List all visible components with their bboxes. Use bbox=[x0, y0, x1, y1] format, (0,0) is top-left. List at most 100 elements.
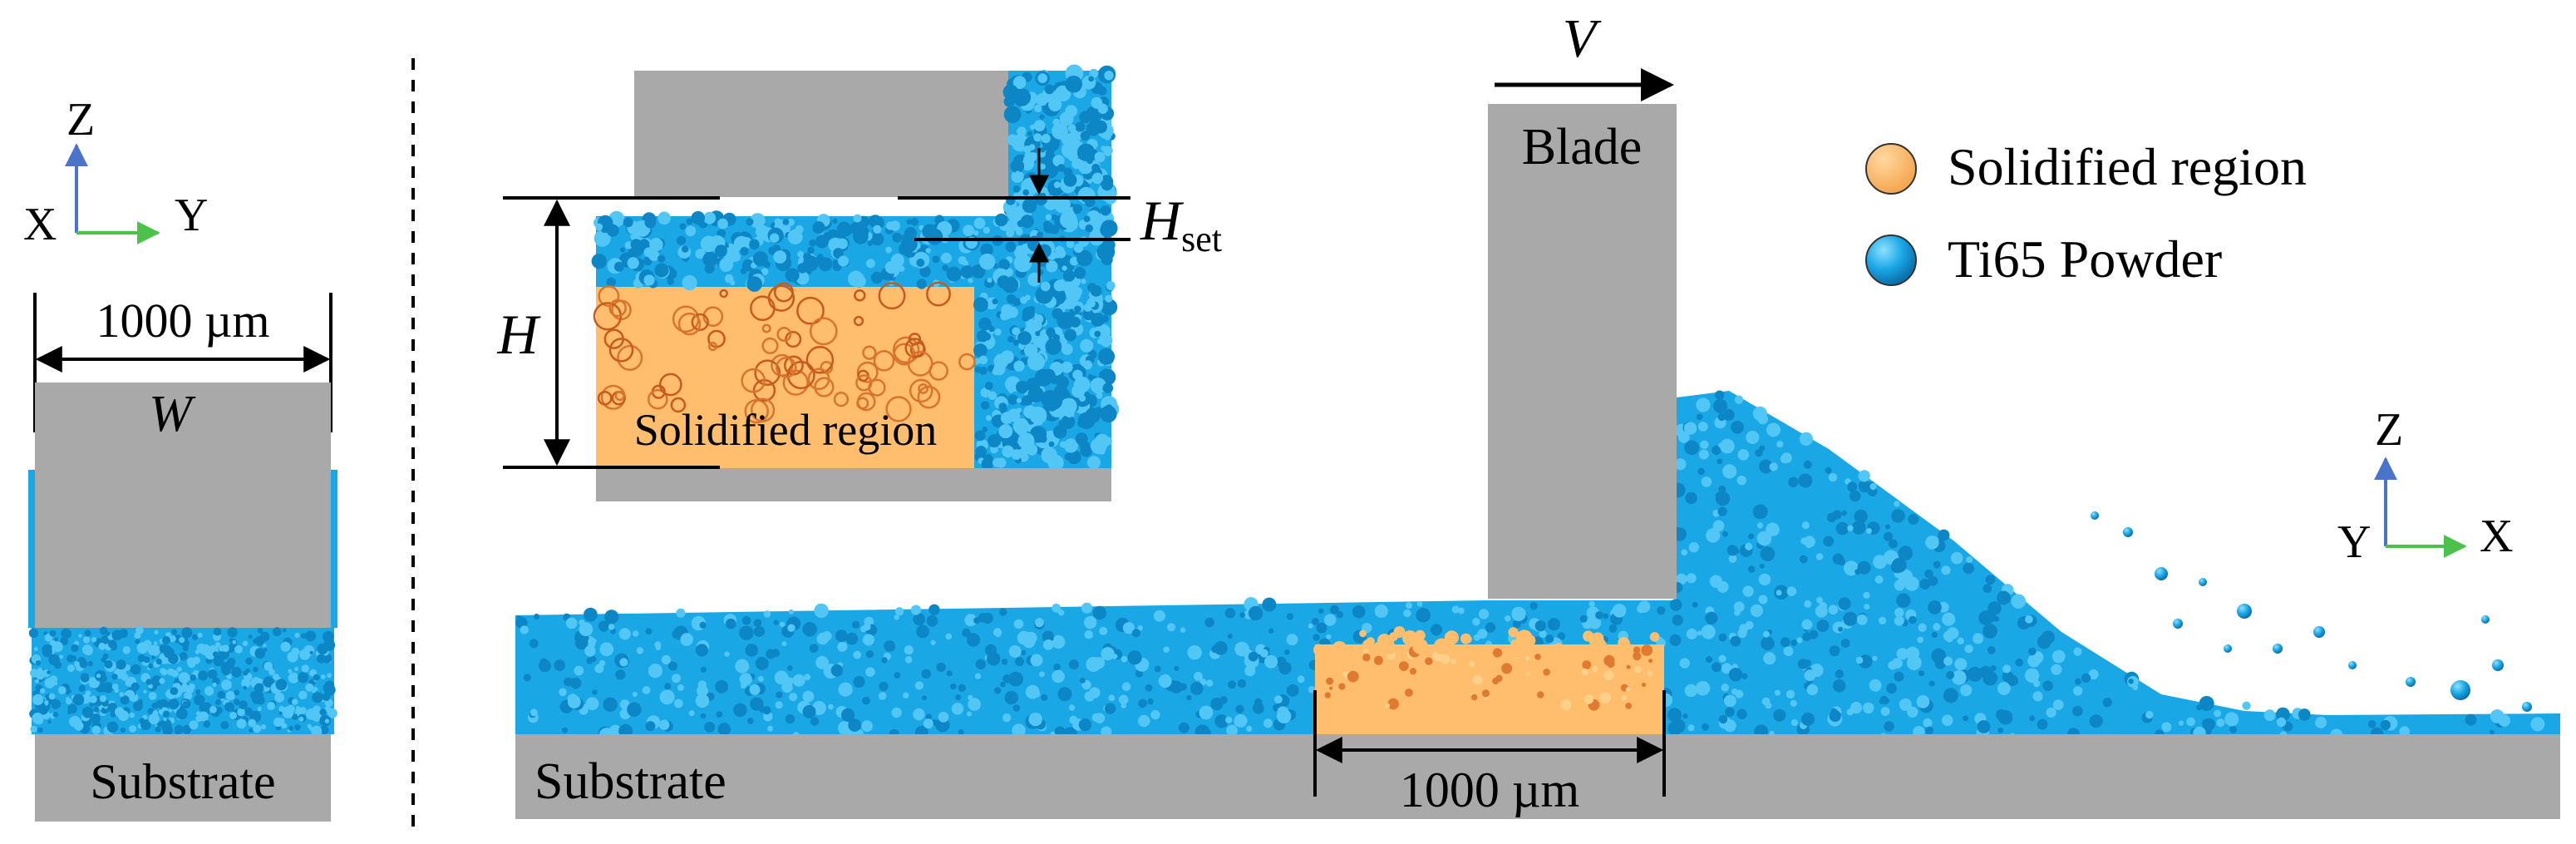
powder-particle bbox=[1718, 633, 1727, 642]
solidified-bump bbox=[1402, 630, 1418, 646]
solidified-speck bbox=[1451, 659, 1456, 664]
powder-particle bbox=[1326, 634, 1332, 639]
powder-particle bbox=[190, 674, 197, 681]
powder-particle bbox=[1688, 542, 1700, 553]
powder-particle bbox=[945, 633, 953, 640]
powder-particle bbox=[667, 661, 678, 671]
inset-powder-particle bbox=[1100, 205, 1111, 216]
powder-particle bbox=[273, 627, 282, 637]
powder-particle bbox=[54, 637, 58, 642]
powder-particle bbox=[1099, 626, 1108, 635]
powder-particle bbox=[697, 685, 708, 697]
solidified-speck bbox=[1399, 661, 1409, 671]
inset-powder-particle bbox=[1041, 447, 1057, 464]
inset-powder-particle bbox=[667, 278, 674, 285]
inset-powder-particle bbox=[654, 263, 669, 278]
powder-particle bbox=[1943, 688, 1958, 703]
powder-particle bbox=[2072, 705, 2083, 717]
inset-powder-particle bbox=[703, 211, 717, 225]
powder-particle bbox=[1823, 536, 1835, 547]
powder-particle bbox=[1079, 677, 1086, 684]
powder-particle bbox=[1235, 704, 1244, 713]
inset-solidified-contour bbox=[670, 397, 687, 413]
inset-powder-particle bbox=[987, 277, 992, 283]
powder-particle bbox=[1717, 580, 1729, 593]
solidified-bump bbox=[1618, 638, 1631, 650]
inset-solidified-contour bbox=[750, 397, 776, 422]
powder-particle bbox=[1678, 432, 1690, 443]
inset-powder-particle bbox=[925, 248, 931, 254]
powder-particle bbox=[757, 675, 764, 682]
powder-particle bbox=[973, 617, 981, 624]
inset-powder-particle bbox=[1097, 86, 1107, 96]
inset-powder-particle bbox=[1027, 131, 1033, 136]
powder-particle bbox=[1697, 422, 1708, 432]
powder-particle bbox=[234, 689, 240, 696]
inset-powder-particle bbox=[1005, 241, 1017, 253]
powder-particle bbox=[1947, 627, 1959, 639]
powder-particle bbox=[207, 669, 218, 679]
powder-particle bbox=[1017, 630, 1032, 645]
solidified-speck bbox=[1373, 655, 1383, 665]
powder-particle bbox=[1829, 645, 1840, 657]
main-solidified-texture bbox=[1313, 626, 1660, 711]
inset-solidified-contour bbox=[809, 317, 838, 346]
inset-powder-particle bbox=[1012, 339, 1020, 346]
inset-powder-particle bbox=[627, 257, 639, 269]
powder-particle bbox=[1244, 665, 1256, 677]
inset-powder-particle bbox=[649, 238, 663, 252]
inset-powder-particle bbox=[1046, 392, 1062, 410]
powder-particle bbox=[1264, 654, 1278, 669]
ejected-particle bbox=[2313, 626, 2325, 638]
powder-particle bbox=[645, 721, 656, 732]
powder-particle bbox=[30, 725, 37, 733]
powder-particle bbox=[1963, 562, 1974, 575]
powder-particle bbox=[1721, 531, 1728, 537]
powder-particle bbox=[319, 708, 327, 716]
inset-powder-particle bbox=[679, 223, 687, 230]
inset-powder-particle bbox=[980, 387, 991, 397]
powder-particle bbox=[615, 669, 626, 680]
powder-particle bbox=[1505, 615, 1511, 622]
solidified-bump bbox=[1649, 632, 1660, 642]
inset-powder-particle bbox=[1087, 299, 1096, 308]
inset-powder-particle bbox=[1083, 215, 1091, 223]
powder-particle bbox=[1734, 548, 1740, 555]
inset-powder-particle bbox=[979, 254, 996, 270]
powder-particle bbox=[324, 718, 330, 723]
powder-particle bbox=[311, 725, 323, 737]
powder-particle bbox=[1758, 595, 1768, 605]
velocity-arrow: V bbox=[1495, 8, 1674, 101]
powder-particle bbox=[1997, 590, 2011, 605]
powder-particle bbox=[2498, 714, 2511, 727]
powder-particle bbox=[309, 650, 313, 655]
powder-particle bbox=[1785, 689, 1795, 699]
powder-particle bbox=[2002, 664, 2012, 674]
solidified-speck bbox=[1363, 648, 1369, 654]
inset-powder-particle bbox=[1091, 313, 1105, 327]
powder-particle bbox=[914, 681, 924, 690]
main-axis-z-label: Z bbox=[2375, 404, 2403, 456]
inset-powder-particle bbox=[1002, 308, 1013, 319]
inset-powder-particle bbox=[994, 213, 1008, 227]
powder-particle bbox=[1752, 406, 1767, 422]
powder-particle bbox=[781, 681, 793, 693]
powder-particle bbox=[2042, 680, 2053, 692]
powder-particle bbox=[792, 619, 799, 625]
solidified-speck bbox=[1560, 698, 1572, 711]
powder-particle bbox=[951, 703, 964, 715]
powder-particle bbox=[1938, 529, 1950, 541]
powder-particle bbox=[224, 702, 234, 712]
powder-particle bbox=[1748, 533, 1755, 540]
powder-particle bbox=[316, 654, 326, 664]
powder-particle bbox=[1888, 539, 1898, 549]
powder-particle bbox=[994, 687, 1002, 694]
powder-particle bbox=[299, 707, 307, 714]
powder-particle bbox=[263, 676, 274, 688]
powder-particle bbox=[1863, 591, 1870, 600]
powder-particle bbox=[562, 727, 568, 733]
powder-particle bbox=[1684, 440, 1700, 456]
powder-particle bbox=[91, 725, 101, 735]
powder-particle bbox=[861, 720, 873, 733]
inset-powder-particle bbox=[1105, 404, 1114, 413]
